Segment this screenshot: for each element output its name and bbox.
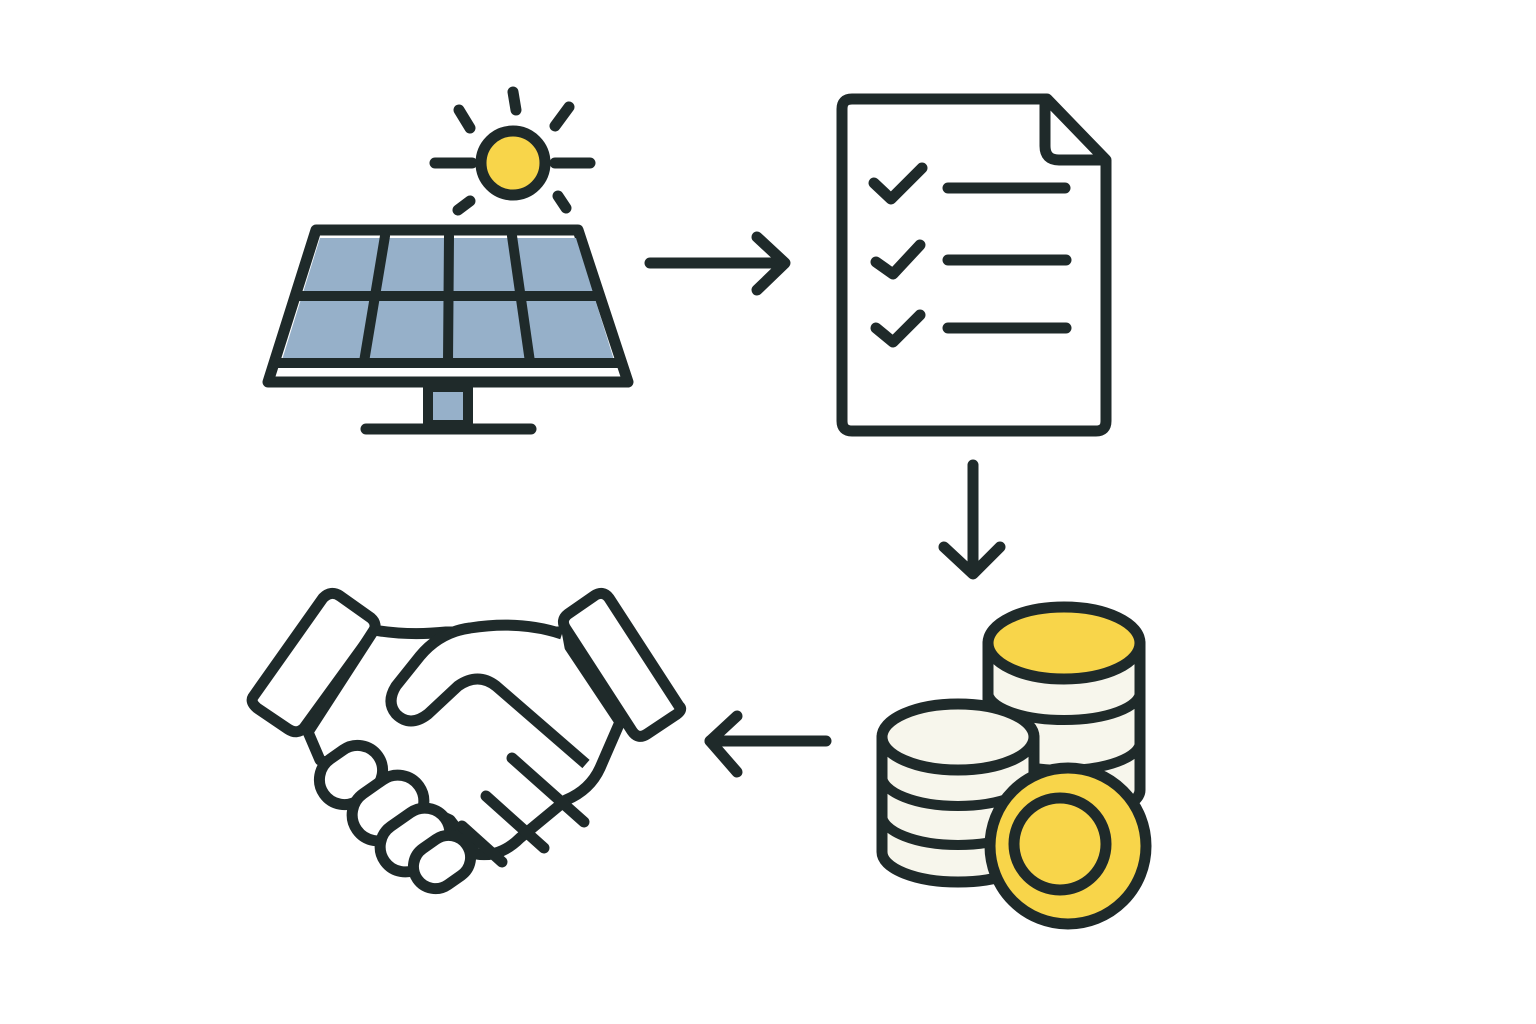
handshake-icon [246, 587, 687, 895]
arrow-left-icon [704, 710, 832, 778]
checklist-document-icon [836, 93, 1112, 437]
fingers [313, 739, 477, 895]
arrow-right-icon [644, 231, 791, 296]
sun-icon [429, 86, 596, 216]
gold-coin [984, 762, 1152, 930]
solar-panel [262, 224, 634, 435]
solar-panel-with-sun-icon [262, 86, 634, 435]
check-icon [870, 239, 926, 280]
check-icon [868, 162, 928, 205]
check-icon [870, 309, 926, 348]
arrow-down-icon [938, 459, 1006, 580]
coin-stacks-icon [876, 601, 1152, 930]
